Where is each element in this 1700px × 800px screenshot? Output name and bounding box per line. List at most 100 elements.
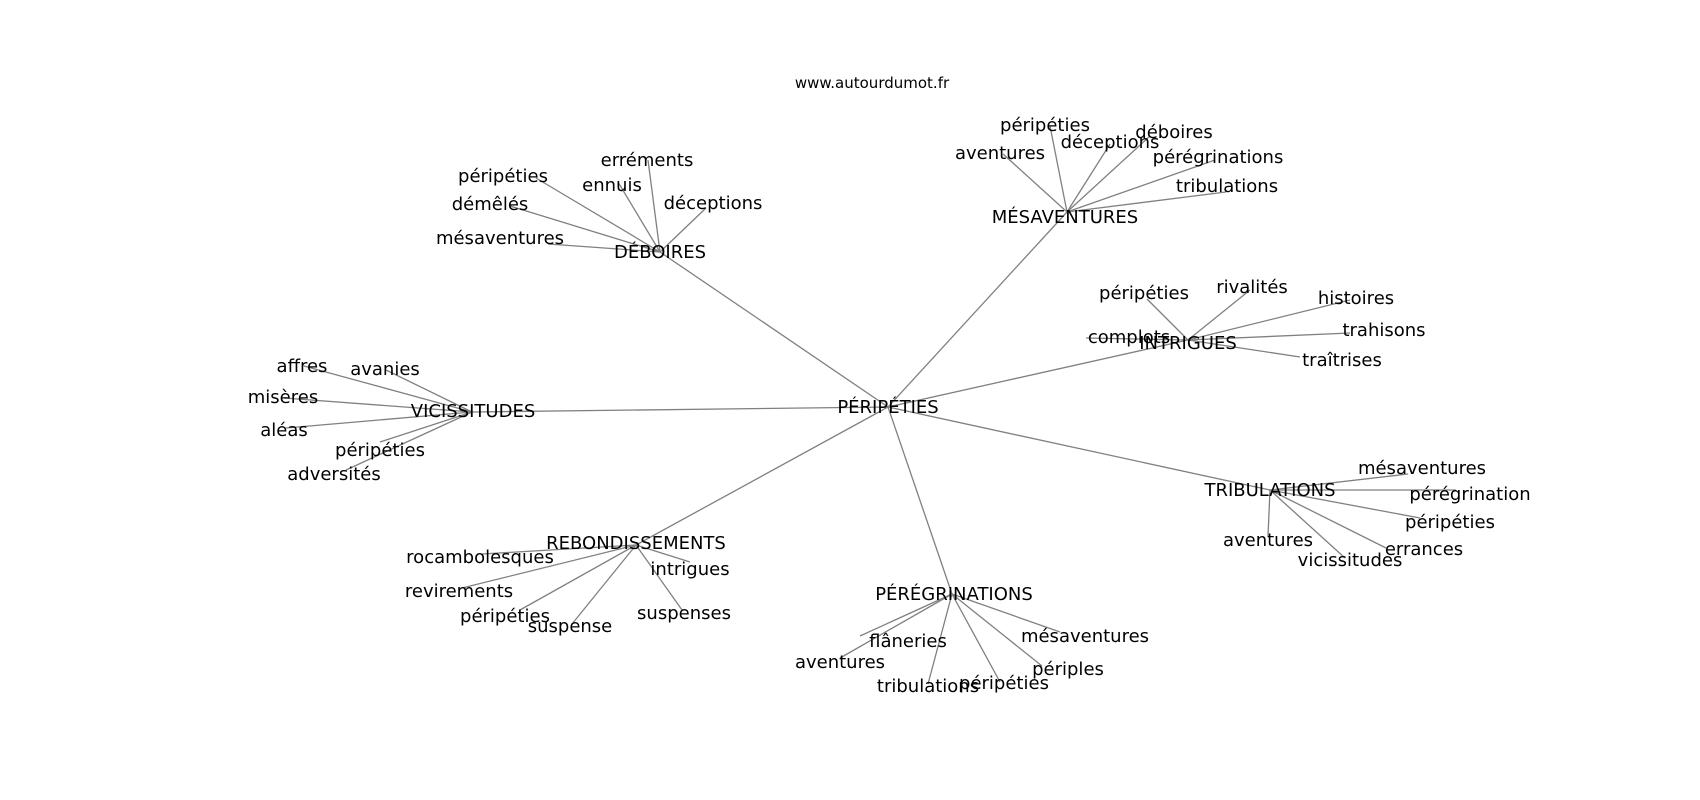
edge-center-hub — [635, 406, 889, 546]
leaf-word[interactable]: rivalités — [1216, 277, 1288, 298]
edge-hub-leaf — [283, 397, 473, 413]
edge-hub-leaf — [519, 544, 637, 611]
leaf-word[interactable]: suspense — [528, 616, 613, 637]
leaf-word[interactable]: avanies — [350, 359, 420, 380]
leaf-word[interactable]: errances — [1385, 539, 1463, 560]
edge-hub-leaf — [1267, 489, 1271, 537]
edge-hub-leaf — [635, 544, 691, 563]
edge-hub-leaf — [345, 411, 473, 471]
edge-hub-leaf — [1269, 489, 1421, 519]
leaf-word[interactable]: aventures — [1223, 530, 1313, 551]
leaf-word[interactable]: pérégrinations — [1153, 147, 1284, 168]
edge-center-hub — [887, 339, 1189, 408]
leaf-word[interactable]: flâneries — [869, 631, 947, 652]
edge-hub-leaf — [461, 544, 637, 589]
edge-hub-leaf — [1269, 489, 1387, 549]
graph-edges — [283, 125, 1456, 685]
leaf-word[interactable]: péripéties — [458, 166, 548, 187]
leaf-word[interactable]: vicissitudes — [1298, 550, 1403, 571]
hub-word[interactable]: TRIBULATIONS — [1203, 480, 1335, 501]
leaf-word[interactable]: pérégrination — [1409, 484, 1530, 505]
leaf-word[interactable]: mésaventures — [1021, 626, 1149, 647]
leaf-word[interactable]: revirements — [405, 581, 513, 602]
leaf-word[interactable]: péripéties — [335, 440, 425, 461]
leaf-word[interactable]: ennuis — [582, 175, 642, 196]
edge-hub-leaf — [1187, 299, 1351, 341]
edge-hub-leaf — [509, 205, 661, 253]
edge-hub-leaf — [535, 177, 661, 253]
hub-word[interactable]: MÉSAVENTURES — [992, 206, 1138, 228]
edge-center-hub — [887, 406, 1271, 491]
edge-hub-leaf — [635, 544, 683, 611]
edge-hub-leaf — [1066, 143, 1111, 213]
leaf-word[interactable]: suspenses — [637, 603, 731, 624]
leaf-word[interactable]: tribulations — [1176, 176, 1278, 197]
center-word[interactable]: PÉRIPÉTIES — [837, 396, 938, 418]
edge-hub-leaf — [547, 243, 661, 253]
edge-hub-leaf — [839, 593, 953, 659]
hub-word[interactable]: REBONDISSEMENTS — [546, 533, 726, 554]
leaf-word[interactable]: déceptions — [664, 193, 763, 214]
leaf-word[interactable]: affres — [277, 356, 328, 377]
edge-hub-leaf — [1187, 289, 1251, 341]
leaf-word[interactable]: intrigues — [650, 559, 729, 580]
leaf-word[interactable]: rocambolesques — [406, 547, 554, 568]
leaf-word[interactable]: aventures — [795, 652, 885, 673]
graph-labels: erréments péripéties ennuis déceptions démêl… — [248, 115, 1531, 697]
edge-hub-leaf — [951, 593, 1061, 633]
edge-hub-leaf — [617, 181, 661, 253]
hub-word[interactable]: DÉBOIRES — [614, 241, 706, 263]
leaf-word[interactable]: tribulations — [877, 676, 979, 697]
edge-hub-leaf — [859, 593, 953, 637]
edge-hub-leaf — [1049, 125, 1068, 213]
leaf-word[interactable]: mésaventures — [1358, 458, 1486, 479]
leaf-word[interactable]: trahisons — [1342, 320, 1425, 341]
leaf-word[interactable]: traîtrises — [1302, 350, 1382, 371]
edge-hub-leaf — [1146, 298, 1189, 341]
leaf-word[interactable]: mésaventures — [436, 228, 564, 249]
edge-hub-leaf — [303, 365, 473, 413]
leaf-word[interactable]: péripéties — [1000, 115, 1090, 136]
edge-center-hub — [659, 251, 889, 408]
edge-hub-leaf — [1187, 332, 1351, 341]
leaf-word[interactable]: erréments — [601, 150, 694, 171]
edge-hub-leaf — [285, 411, 473, 429]
edge-center-hub — [887, 406, 953, 595]
hub-word[interactable]: INTRIGUES — [1139, 333, 1237, 354]
edge-hub-leaf — [379, 411, 473, 443]
edge-hub-leaf — [481, 544, 637, 555]
edge-hub-leaf — [1066, 135, 1151, 213]
leaf-word[interactable]: misères — [248, 387, 318, 408]
leaf-word[interactable]: complots — [1088, 327, 1170, 348]
leaf-word[interactable]: adversités — [287, 464, 380, 485]
edge-hub-leaf — [1187, 339, 1301, 358]
edge-hub-leaf — [647, 159, 661, 253]
hub-word[interactable]: PÉRÉGRINATIONS — [875, 583, 1033, 605]
edge-center-hub — [471, 406, 889, 413]
edge-hub-leaf — [951, 593, 1001, 683]
edge-hub-leaf — [385, 369, 473, 413]
edge-hub-leaf — [951, 593, 1043, 667]
edge-hub-leaf — [1002, 153, 1068, 213]
edge-hub-leaf — [1085, 337, 1189, 341]
edge-center-hub — [887, 211, 1068, 408]
leaf-word[interactable]: histoires — [1318, 288, 1394, 309]
leaf-word[interactable]: aventures — [955, 143, 1045, 164]
edge-hub-leaf — [1066, 191, 1227, 213]
leaf-word[interactable]: aléas — [260, 420, 308, 441]
leaf-word[interactable]: déceptions — [1061, 132, 1160, 153]
leaf-word[interactable]: péripéties — [1405, 512, 1495, 533]
edge-hub-leaf — [1066, 159, 1216, 213]
leaf-word[interactable]: péripéties — [1099, 283, 1189, 304]
leaf-word[interactable]: démêlés — [452, 194, 529, 215]
leaf-word[interactable]: péripéties — [460, 606, 550, 627]
leaf-word[interactable]: déboires — [1135, 122, 1212, 143]
edge-hub-leaf — [571, 544, 637, 625]
leaf-word[interactable]: périples — [1032, 659, 1104, 680]
hub-word[interactable]: VICISSITUDES — [411, 401, 536, 422]
edge-hub-leaf — [927, 593, 953, 685]
edge-hub-leaf — [659, 207, 707, 253]
site-title[interactable]: www.autourdumot.fr — [795, 74, 950, 92]
leaf-word[interactable]: péripéties — [959, 673, 1049, 694]
